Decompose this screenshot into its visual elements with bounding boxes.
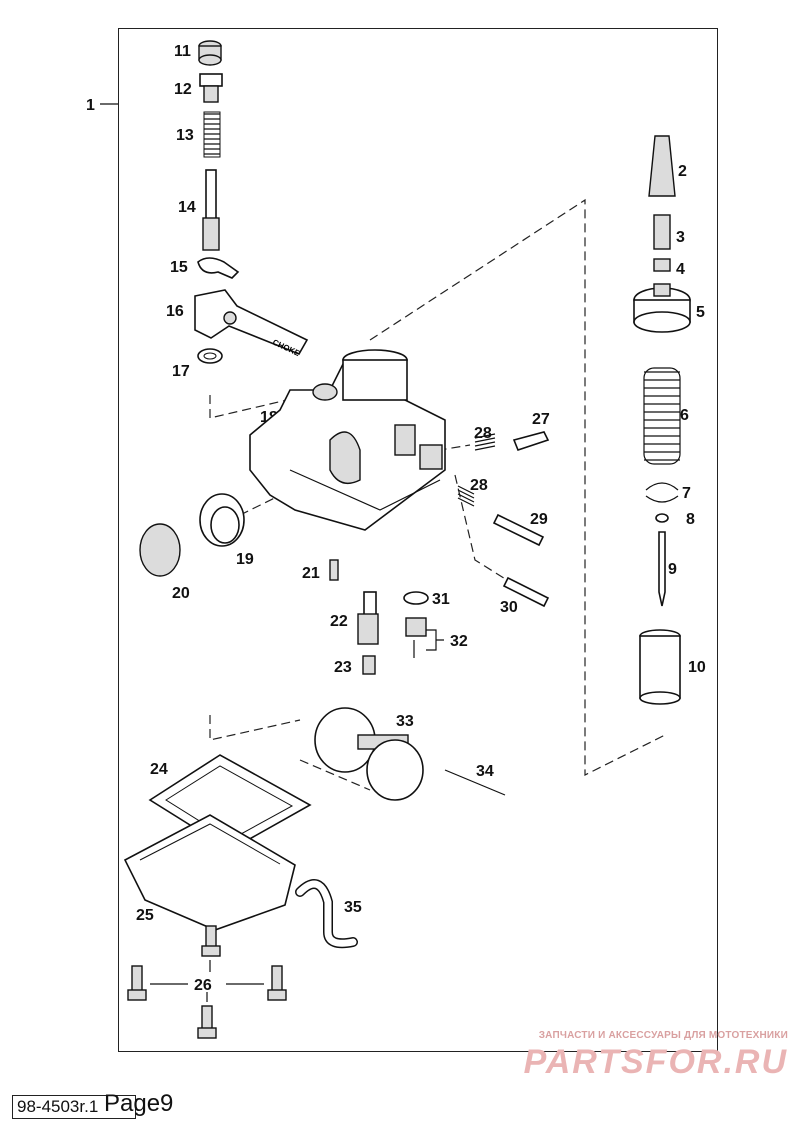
part-25-float-bowl	[123, 814, 296, 931]
part-22-needle-jet	[357, 591, 379, 645]
part-35-overflow-hose	[296, 880, 357, 947]
part-8-washer	[655, 513, 669, 523]
part-10-throttle-valve	[639, 629, 681, 705]
label-8: 8	[686, 511, 695, 528]
diagram-frame	[118, 28, 718, 1052]
label-25: 25	[136, 907, 154, 924]
label-3: 3	[676, 229, 685, 246]
watermark: ЗАПЧАСТИ И АКСЕССУАРЫ ДЛЯ МОТОТЕХНИКИ PA…	[488, 1030, 788, 1082]
part-31-o-ring	[403, 591, 429, 605]
label-22: 22	[330, 613, 348, 630]
part-6-throttle-spring	[643, 367, 681, 465]
label-35: 35	[344, 899, 362, 916]
label-21: 21	[302, 565, 320, 582]
label-24: 24	[150, 761, 168, 778]
part-20-air-cap	[139, 523, 181, 577]
label-14: 14	[178, 199, 196, 216]
label-6: 6	[680, 407, 689, 424]
label-7: 7	[682, 485, 691, 502]
part-23-main-jet	[362, 655, 376, 675]
label-19: 19	[236, 551, 254, 568]
part-9-jet-needle	[658, 531, 666, 607]
page-number: Page9	[104, 1090, 174, 1117]
watermark-brand: PARTSFOR.RU	[523, 1043, 788, 1081]
guide-line-bowl-right	[299, 759, 371, 791]
guide-line-screw	[454, 474, 516, 586]
label-1: 1	[86, 97, 95, 114]
part-33-float	[314, 707, 424, 801]
label-30: 30	[500, 599, 518, 616]
label-31: 31	[432, 591, 450, 608]
part-27-pilot-screw	[512, 431, 550, 451]
part-19-intake-ring	[199, 493, 245, 547]
part-28-spring-lower	[457, 485, 475, 507]
label-33: 33	[396, 713, 414, 730]
part-26-bowl-screws	[127, 925, 287, 1039]
label-28-upper: 28	[474, 425, 492, 442]
label-32: 32	[450, 633, 468, 650]
part-28-spring-upper	[474, 433, 496, 451]
watermark-tagline: ЗАПЧАСТИ И АКСЕССУАРЫ ДЛЯ МОТОТЕХНИКИ	[538, 1030, 788, 1041]
carburetor-body	[249, 349, 446, 531]
label-28-lower: 28	[470, 477, 488, 494]
part-3-adjuster	[653, 214, 671, 250]
label-9: 9	[668, 561, 677, 578]
part-12-adjuster-nut	[199, 73, 223, 103]
label-4: 4	[676, 261, 685, 278]
part-29-idle-screw	[492, 513, 545, 547]
part-15-clip	[197, 257, 240, 279]
part-11-cap	[198, 40, 222, 66]
label-5: 5	[696, 304, 705, 321]
guide-line-right	[369, 198, 666, 776]
label-29: 29	[530, 511, 548, 528]
label-15: 15	[170, 259, 188, 276]
label-17: 17	[172, 363, 190, 380]
label-13: 13	[176, 127, 194, 144]
label-11: 11	[174, 43, 191, 60]
label-12: 12	[174, 81, 192, 98]
label-20: 20	[172, 585, 190, 602]
part-14-cable-guide	[202, 169, 220, 251]
label-27: 27	[532, 411, 550, 428]
part-34-float-pin	[444, 769, 506, 796]
part-16-choke-lever: CHOKE	[194, 289, 309, 358]
part-5-chamber-top	[633, 283, 691, 333]
part-21-jet	[329, 559, 339, 581]
part-13-spring	[203, 111, 221, 158]
part-32-float-valve	[405, 617, 444, 658]
part-2-rubber-cap	[648, 135, 676, 197]
document-code: 98-4503r.1	[12, 1095, 136, 1119]
guide-line-intake	[239, 487, 296, 516]
part-7-needle-clip	[645, 482, 679, 503]
part-4-lock-nut	[653, 258, 671, 272]
label-23: 23	[334, 659, 352, 676]
label-10: 10	[688, 659, 706, 676]
guide-line-bowl-left	[209, 715, 301, 741]
part-30-screw	[502, 576, 550, 608]
label-16: 16	[166, 303, 184, 320]
label-34: 34	[476, 763, 494, 780]
label-26: 26	[194, 977, 212, 994]
label-2: 2	[678, 163, 687, 180]
